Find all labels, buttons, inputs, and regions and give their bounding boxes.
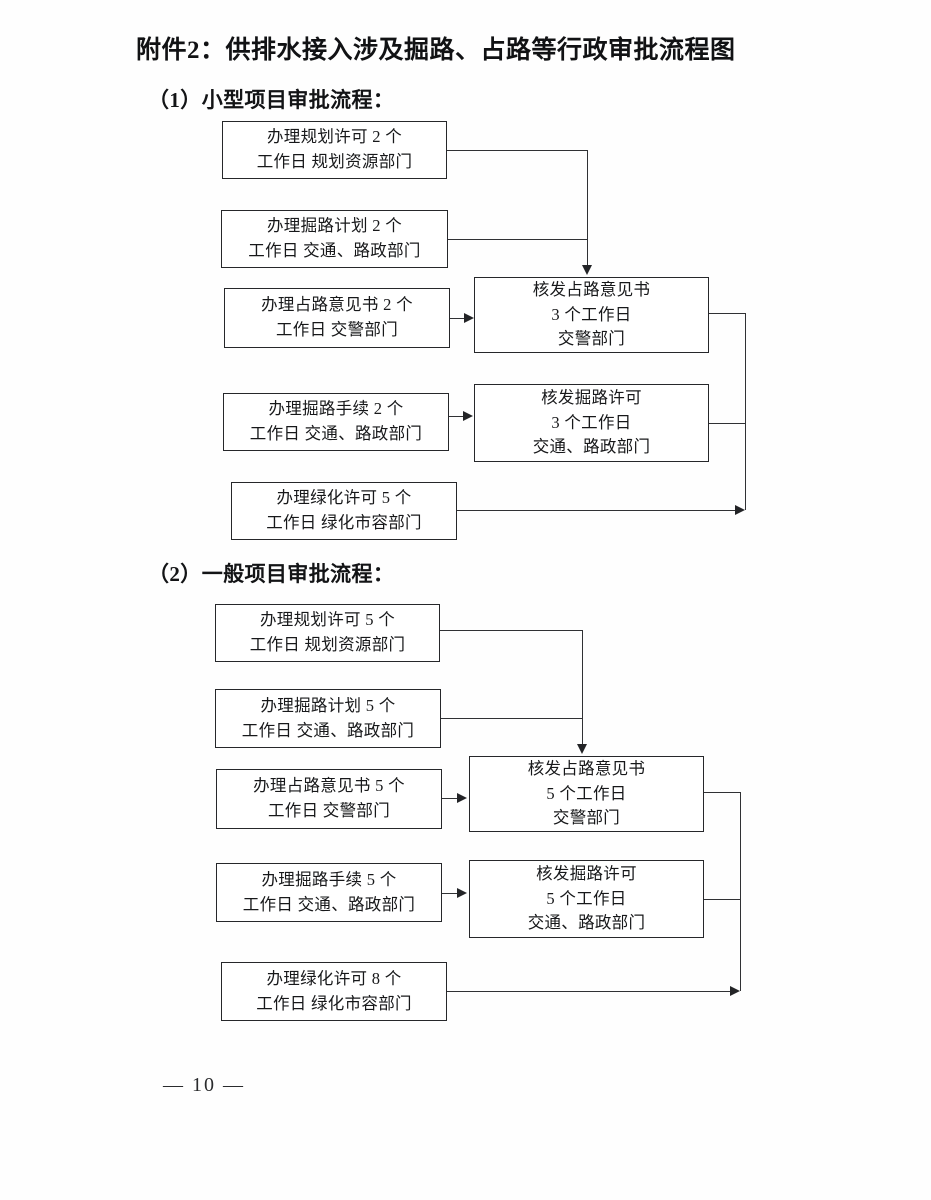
flow-box-line-2: 工作日 规划资源部门 — [256, 152, 413, 171]
connector-s2-trunk-v — [582, 630, 583, 744]
flow-box-line-1: 办理掘路计划 5 个 — [260, 695, 396, 715]
connector-s2-3-arrow — [457, 792, 467, 803]
connector-s1-3-h — [450, 318, 466, 319]
flow-box-line-2: 工作日 交警部门 — [275, 320, 399, 339]
flow-box-line-1: 办理绿化许可 5 个 — [276, 488, 412, 508]
flow-box-s1-left-1: 办理规划许可 2 个 工作日 规划资源部门 — [222, 121, 447, 179]
flow-box-line-1: 核发掘路许可 — [536, 863, 637, 883]
flow-box-s1-right-2: 核发掘路许可 3 个工作日 交通、路政部门 — [474, 384, 709, 462]
flow-box-line-1: 核发占路意见书 — [527, 758, 646, 778]
flow-box-line-2: 工作日 规划资源部门 — [249, 635, 406, 654]
flow-box-line-2: 5 个工作日 — [546, 783, 627, 803]
flow-box-line-2: 工作日 绿化市容部门 — [256, 993, 412, 1013]
connector-s1-out-trunk-v — [745, 313, 746, 510]
flow-box-s1-left-4: 办理掘路手续 2 个 工作日 交通、路政部门 — [223, 393, 449, 451]
connector-s1-out2-h — [709, 423, 746, 424]
connector-s1-2-h — [448, 239, 588, 240]
connector-s2-arrow-down — [577, 744, 587, 754]
flow-box-line-2: 工作日 交通、路政部门 — [248, 241, 421, 260]
flow-box-line-2: 3 个工作日 — [551, 412, 632, 432]
flow-box-line-1: 办理占路意见书 5 个 — [253, 776, 405, 796]
flow-box-s2-right-1: 核发占路意见书 5 个工作日 交警部门 — [469, 756, 704, 832]
flow-box-s2-left-5: 办理绿化许可 8 个 工作日 绿化市容部门 — [221, 962, 447, 1021]
page-title: 附件2：供排水接入涉及掘路、占路等行政审批流程图 — [136, 37, 736, 64]
flow-box-s2-left-4: 办理掘路手续 5 个 工作日 交通、路政部门 — [216, 863, 442, 922]
flow-box-line-3: 交通、路政部门 — [527, 913, 646, 933]
connector-s2-5-arrow — [730, 985, 740, 996]
flow-box-line-2: 工作日 交通、路政部门 — [242, 894, 416, 914]
connector-s2-4-arrow — [457, 887, 467, 898]
flow-box-line-2: 工作日 交通、路政部门 — [241, 720, 415, 740]
flow-box-line-2: 5 个工作日 — [546, 888, 627, 908]
connector-s2-3-h — [442, 798, 459, 799]
flow-box-line-2: 工作日 交警部门 — [267, 801, 391, 820]
connector-s2-1-h — [440, 630, 583, 631]
page-number: — 10 — — [163, 1074, 245, 1096]
flow-box-line-2: 工作日 交通、路政部门 — [249, 424, 423, 443]
connector-s2-out-trunk-v — [740, 792, 741, 991]
connector-s1-5-h — [457, 510, 735, 511]
flow-box-line-2: 工作日 绿化市容部门 — [266, 513, 422, 532]
flow-box-line-1: 办理占路意见书 2 个 — [261, 295, 413, 315]
flow-box-s1-left-5: 办理绿化许可 5 个 工作日 绿化市容部门 — [231, 482, 457, 540]
flow-box-line-1: 办理掘路手续 2 个 — [268, 399, 404, 419]
flow-box-line-3: 交警部门 — [552, 808, 621, 828]
flow-box-line-1: 核发掘路许可 — [541, 387, 642, 407]
flow-box-s1-left-2: 办理掘路计划 2 个 工作日 交通、路政部门 — [221, 210, 448, 268]
connector-s1-3-arrow — [464, 312, 474, 323]
flow-box-s2-left-1: 办理规划许可 5 个 工作日 规划资源部门 — [215, 604, 440, 662]
flow-box-line-1: 办理掘路计划 2 个 — [267, 216, 402, 236]
flow-box-line-3: 交警部门 — [557, 329, 626, 349]
flow-box-s2-left-2: 办理掘路计划 5 个 工作日 交通、路政部门 — [215, 689, 441, 748]
flow-box-line-1: 核发占路意见书 — [532, 279, 651, 299]
connector-s2-5-h — [447, 991, 730, 992]
connector-s2-4-h — [442, 893, 459, 894]
flow-box-s2-right-2: 核发掘路许可 5 个工作日 交通、路政部门 — [469, 860, 704, 938]
flow-box-s2-left-3: 办理占路意见书 5 个 工作日 交警部门 — [216, 769, 442, 829]
connector-s1-arrow-down — [582, 265, 592, 275]
connector-s1-trunk-v — [587, 150, 588, 265]
connector-s1-out1-h — [709, 313, 746, 314]
connector-s1-4-arrow — [463, 410, 473, 421]
flow-box-line-1: 办理掘路手续 5 个 — [261, 869, 397, 889]
flow-box-line-1: 办理绿化许可 8 个 — [266, 968, 402, 988]
section-1-heading: （1）小型项目审批流程： — [148, 88, 395, 112]
connector-s2-out1-h — [704, 792, 741, 793]
connector-s1-5-arrow — [735, 504, 745, 515]
flow-box-line-3: 交通、路政部门 — [532, 437, 651, 457]
flow-box-line-1: 办理规划许可 2 个 — [267, 127, 402, 147]
connector-s2-2-h — [441, 718, 583, 719]
flow-box-s1-left-3: 办理占路意见书 2 个 工作日 交警部门 — [224, 288, 450, 348]
section-2-heading: （2）一般项目审批流程： — [148, 562, 395, 586]
flow-box-line-2: 3 个工作日 — [551, 304, 632, 324]
flow-box-line-1: 办理规划许可 5 个 — [260, 610, 395, 630]
connector-s1-1-h — [447, 150, 588, 151]
connector-s1-4-h — [449, 416, 465, 417]
flow-box-s1-right-1: 核发占路意见书 3 个工作日 交警部门 — [474, 277, 709, 353]
connector-s2-out2-h — [704, 899, 741, 900]
